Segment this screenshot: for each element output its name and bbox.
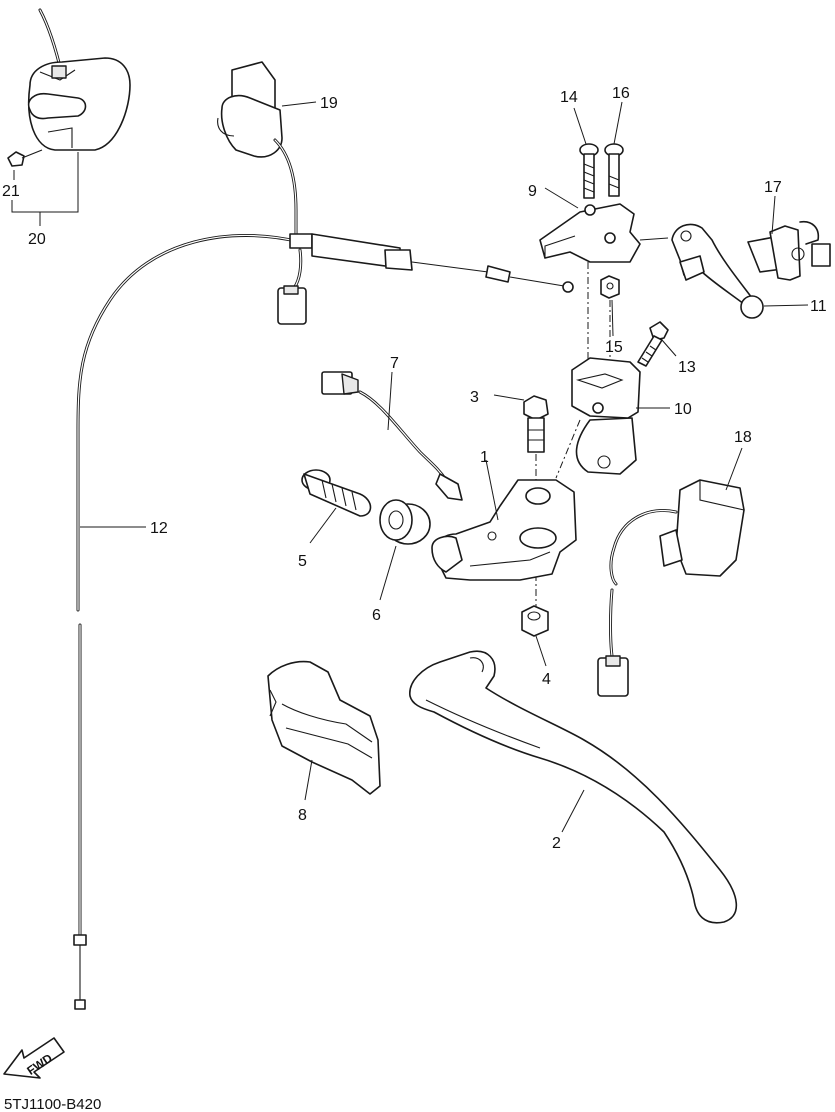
part-screw-14 xyxy=(579,143,599,199)
callout-2: 2 xyxy=(552,835,561,852)
callout-labels: 1 2 3 4 5 6 7 8 9 10 11 12 13 14 15 16 1… xyxy=(2,85,827,852)
part-holder-9 xyxy=(539,203,641,263)
callout-19: 19 xyxy=(320,95,338,112)
part-bolt-3 xyxy=(523,395,549,453)
callout-20: 20 xyxy=(28,231,46,248)
callout-13: 13 xyxy=(678,359,696,376)
callout-15: 15 xyxy=(605,339,623,356)
callout-8: 8 xyxy=(298,807,307,824)
drawing-code: 5TJ1100-B420 xyxy=(4,1096,101,1112)
part-adjuster-5 xyxy=(301,469,372,517)
callout-9: 9 xyxy=(528,183,537,200)
fwd-arrow-icon: FWD xyxy=(3,1037,65,1079)
part-clamp-10 xyxy=(571,357,641,475)
part-switch-19 xyxy=(217,61,307,325)
callout-21: 21 xyxy=(2,183,20,200)
callout-5: 5 xyxy=(298,553,307,570)
callout-1: 1 xyxy=(480,449,489,466)
callout-16: 16 xyxy=(612,85,630,102)
part-handlebar-switch xyxy=(27,8,131,151)
part-lever-11 xyxy=(671,223,764,319)
part-clutch-cable xyxy=(73,233,574,1010)
part-lever-holder-1 xyxy=(431,479,577,581)
part-hand-guard-8 xyxy=(267,660,381,795)
part-screw-16 xyxy=(604,143,624,197)
callout-7: 7 xyxy=(390,355,399,372)
callout-14: 14 xyxy=(560,89,578,106)
callout-10: 10 xyxy=(674,401,692,418)
callout-4: 4 xyxy=(542,671,551,688)
callout-12: 12 xyxy=(150,520,168,537)
callout-17: 17 xyxy=(764,179,782,196)
callout-6: 6 xyxy=(372,607,381,624)
callout-3: 3 xyxy=(470,389,479,406)
part-nut-15 xyxy=(600,275,620,299)
part-switch-18 xyxy=(597,479,745,697)
callout-11: 11 xyxy=(810,298,827,315)
part-locknut-6 xyxy=(379,499,431,545)
part-screw-21 xyxy=(7,149,43,180)
part-clutch-lever-2 xyxy=(409,650,738,924)
part-bolt-13 xyxy=(637,321,669,367)
part-switch-lead-7 xyxy=(321,371,463,501)
part-mount-17 xyxy=(747,220,831,281)
callout-leaders xyxy=(11,101,809,833)
callout-18: 18 xyxy=(734,429,752,446)
part-nut-4 xyxy=(521,605,549,637)
